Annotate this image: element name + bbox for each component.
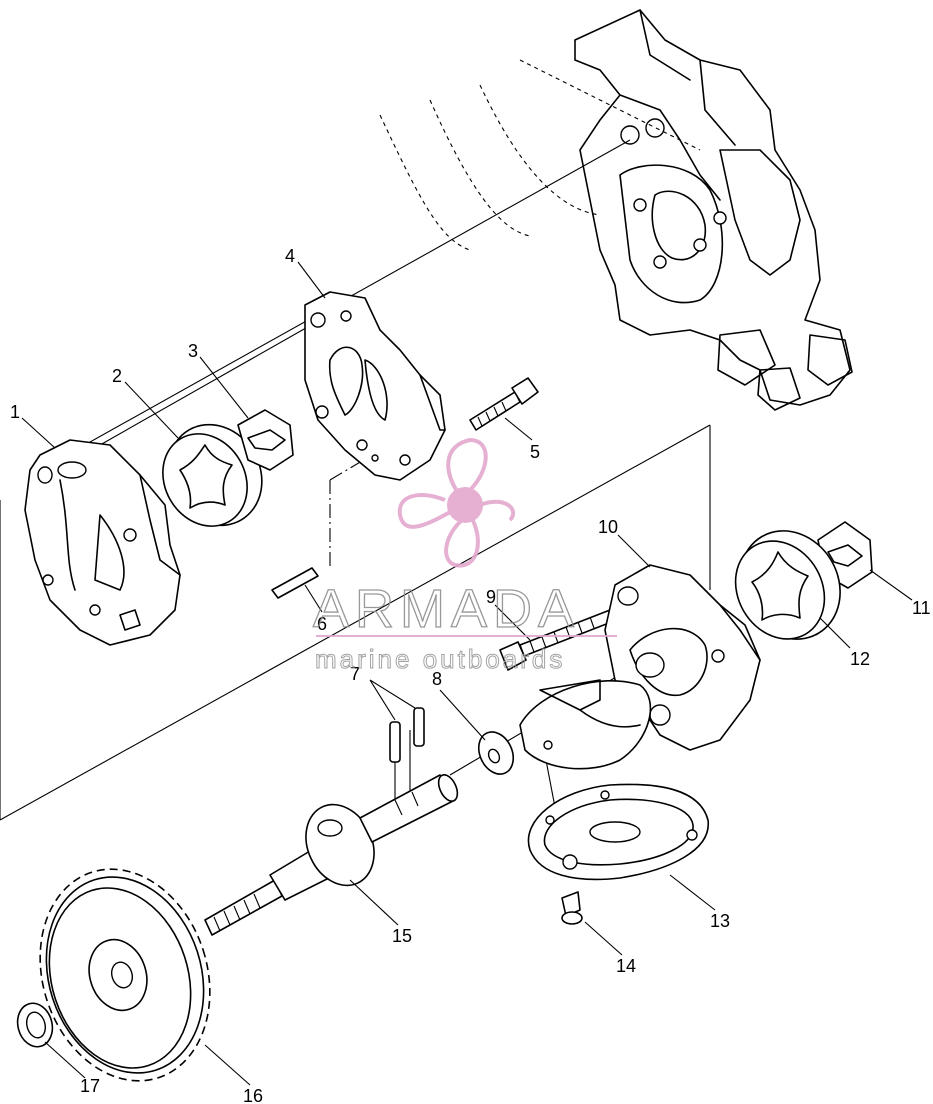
pump-base-plate [519, 679, 652, 770]
callout-3: 3 [188, 341, 198, 361]
part-5-bolt [469, 377, 539, 431]
armada-watermark: ARMADA marine outboards [312, 437, 617, 675]
part-17-circlip [16, 1002, 54, 1048]
part-3-inner-rotor [237, 409, 294, 471]
callout-1: 1 [10, 402, 20, 422]
watermark-brand: ARMADA [313, 579, 580, 639]
part-4-pump-body [304, 291, 446, 481]
part-12-outer-rotor [734, 530, 841, 640]
part-8-washer [477, 731, 515, 775]
watermark-tagline: marine outboards [315, 644, 565, 674]
part-9-long-bolt [499, 609, 615, 671]
callout-9: 9 [486, 587, 496, 607]
part-6-dowel-pin [271, 567, 319, 599]
callout-13: 13 [710, 911, 730, 931]
callout-8: 8 [432, 669, 442, 689]
propeller-icon [397, 437, 516, 568]
callout-17: 17 [80, 1076, 100, 1096]
crankcase-housing [379, 9, 853, 411]
callout-12: 12 [850, 649, 870, 669]
callout-4: 4 [285, 246, 295, 266]
callout-5: 5 [530, 442, 540, 462]
callout-15: 15 [392, 926, 412, 946]
callout-leaders [21, 261, 913, 1086]
part-15-pump-shaft [204, 774, 459, 936]
part-14-screw [561, 891, 583, 925]
callout-6: 6 [317, 614, 327, 634]
part-7-pins [389, 707, 425, 763]
callout-16: 16 [243, 1086, 263, 1104]
callout-2: 2 [112, 366, 122, 386]
callout-11: 11 [912, 598, 931, 618]
callout-10: 10 [598, 517, 618, 537]
part-1-pump-cover [24, 439, 181, 646]
callout-labels: 1 2 3 4 5 6 7 8 9 10 11 12 13 14 15 16 1… [10, 246, 931, 1104]
part-13-gasket [527, 783, 709, 881]
callout-14: 14 [616, 956, 636, 976]
part-16-driven-gear [39, 868, 211, 1082]
callout-7: 7 [350, 664, 360, 684]
